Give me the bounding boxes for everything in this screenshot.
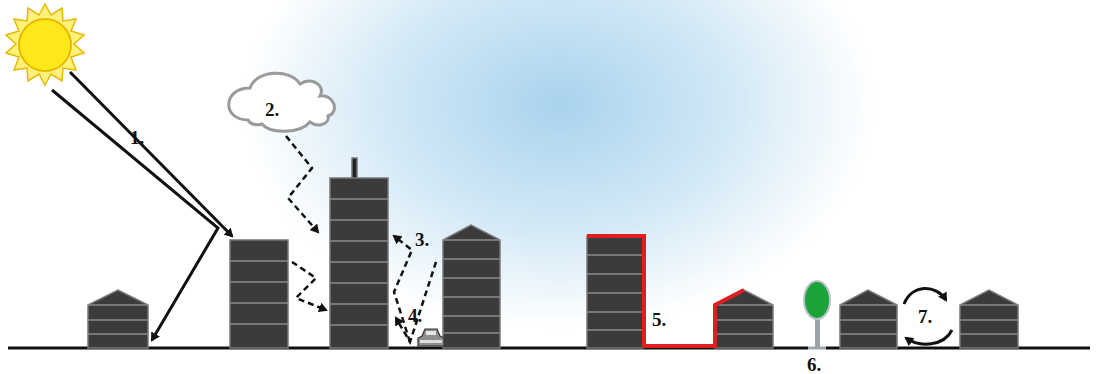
trapped-heat-arrow — [286, 136, 318, 232]
car-body — [418, 329, 444, 346]
car-symbol — [418, 329, 444, 346]
pollution-cloud — [229, 73, 335, 131]
solar-ray-arrow — [70, 72, 232, 236]
canyon-reflection-arrow — [394, 236, 412, 342]
tower-building — [587, 236, 643, 348]
heat-absorbing-surface — [587, 236, 744, 346]
chimney — [352, 158, 357, 179]
house-building — [840, 290, 897, 348]
trapped-heat-arrow — [292, 262, 326, 310]
tree-symbol — [804, 281, 830, 348]
floor-lines — [88, 199, 1018, 334]
callout-number: 3. — [415, 230, 429, 249]
car-window — [426, 331, 436, 335]
house-building — [960, 290, 1018, 348]
tower-building — [443, 225, 500, 348]
callout-number: 6. — [807, 355, 821, 374]
reflected-ray-arrow — [52, 90, 218, 340]
callout-number: 1. — [130, 128, 144, 147]
callout-number: 7. — [918, 307, 932, 326]
callout-number: 2. — [265, 100, 279, 119]
circulation-arrow — [906, 330, 952, 344]
callout-number: 5. — [652, 310, 666, 329]
tree-canopy — [804, 281, 830, 319]
tower-building — [230, 240, 288, 348]
house-building — [88, 290, 148, 348]
tower-building — [330, 178, 388, 348]
callout-number: 4. — [408, 306, 422, 325]
sun-disc — [19, 19, 71, 71]
circulation-arrow — [904, 288, 946, 304]
car-bumper — [420, 340, 442, 343]
